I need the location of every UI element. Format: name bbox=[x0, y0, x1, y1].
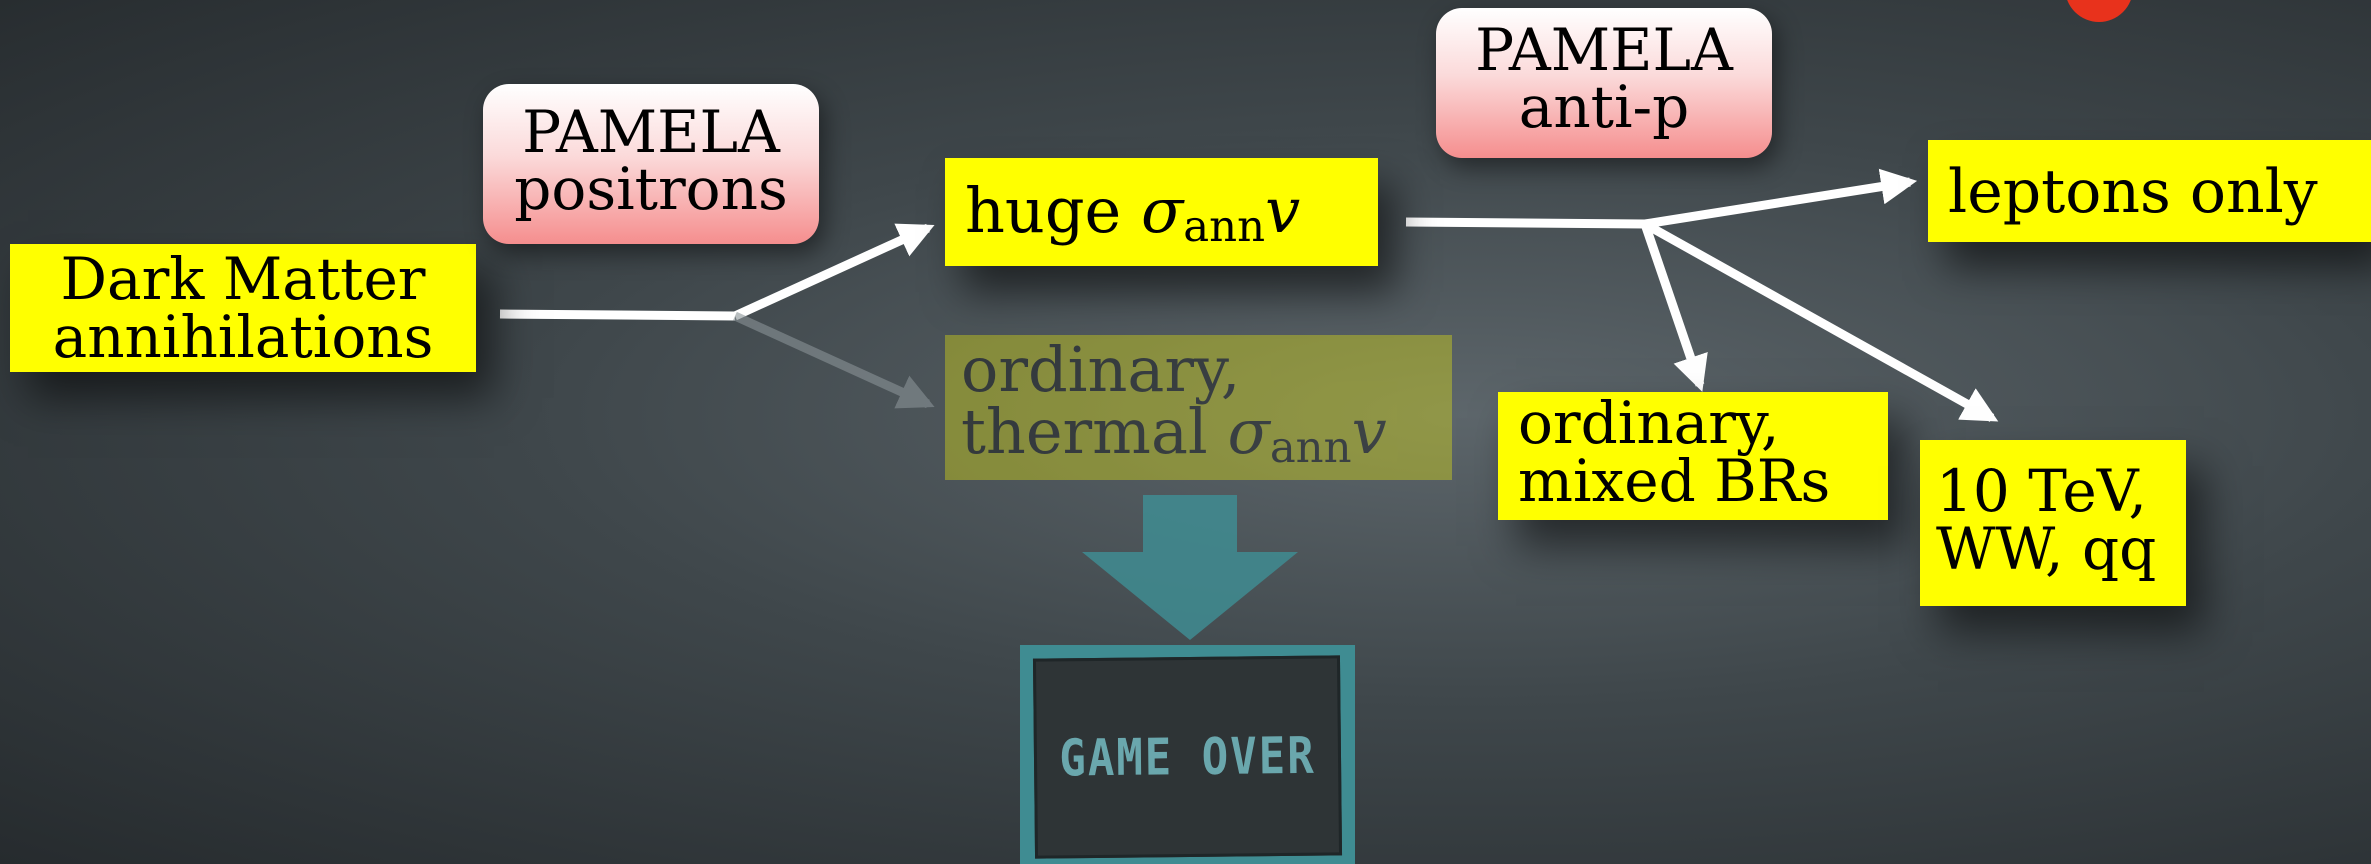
arrow-to-huge bbox=[733, 223, 935, 321]
arrow-to-10tev bbox=[1642, 220, 1999, 422]
node-leptons-only-label: leptons only bbox=[1948, 157, 2318, 227]
pill-pamela-antip-line1: PAMELA bbox=[1475, 16, 1733, 84]
pill-pamela-positrons: PAMELA positrons bbox=[483, 84, 819, 244]
arrow-dm-stem bbox=[499, 309, 736, 321]
pill-pamela-positrons-line1: PAMELA bbox=[522, 98, 780, 166]
pill-pamela-positrons-line2: positrons bbox=[514, 154, 788, 223]
node-dark-matter-line2: annihilations bbox=[52, 303, 434, 371]
arrow-to-ordinary-mixed bbox=[1640, 222, 1708, 392]
arrow-huge-stem bbox=[1405, 217, 1646, 229]
game-over-frame: GAME OVER bbox=[1020, 645, 1355, 864]
node-ordinary-mixed-line1: ordinary, bbox=[1518, 389, 1780, 457]
node-10tev: 10 TeV, WW, qq bbox=[1920, 440, 2186, 606]
game-over-text: GAME OVER bbox=[1058, 726, 1317, 788]
node-ordinary-thermal-sigma: σ bbox=[1227, 395, 1270, 468]
node-ordinary-thermal-v: v bbox=[1351, 395, 1387, 468]
node-huge-subscript: ann bbox=[1183, 201, 1266, 252]
red-accent-dot bbox=[2065, 0, 2133, 22]
node-huge-sigma-symbol: σ bbox=[1140, 174, 1184, 247]
arrow-to-ordinary-thermal bbox=[733, 311, 935, 409]
node-huge-v: v bbox=[1265, 174, 1301, 247]
node-10tev-line2: WW, qq bbox=[1936, 515, 2157, 583]
node-ordinary-thermal-subscript: ann bbox=[1269, 422, 1352, 473]
arrow-to-leptons bbox=[1644, 168, 1918, 229]
node-ordinary-thermal-line1: ordinary, bbox=[961, 333, 1241, 406]
down-arrow bbox=[1082, 495, 1298, 640]
node-dark-matter-line1: Dark Matter bbox=[60, 245, 426, 313]
node-leptons-only: leptons only bbox=[1928, 140, 2371, 242]
node-ordinary-thermal-line2: thermal σannv bbox=[961, 401, 1452, 470]
node-huge-word: huge bbox=[965, 174, 1122, 247]
node-ordinary-thermal-word: thermal bbox=[961, 395, 1208, 468]
pill-pamela-antip: PAMELA anti-p bbox=[1436, 8, 1772, 158]
node-ordinary-thermal: ordinary, thermal σannv bbox=[945, 335, 1452, 480]
pill-pamela-antip-line2: anti-p bbox=[1518, 72, 1690, 141]
game-over-screen: GAME OVER bbox=[1032, 655, 1343, 859]
node-ordinary-mixed-line2: mixed BRs bbox=[1518, 447, 1831, 515]
node-10tev-line1: 10 TeV, bbox=[1936, 457, 2147, 525]
node-ordinary-mixed: ordinary, mixed BRs bbox=[1498, 392, 1888, 520]
node-dark-matter: Dark Matter annihilations bbox=[10, 244, 476, 372]
node-huge-sigma: huge σannv bbox=[945, 158, 1378, 266]
